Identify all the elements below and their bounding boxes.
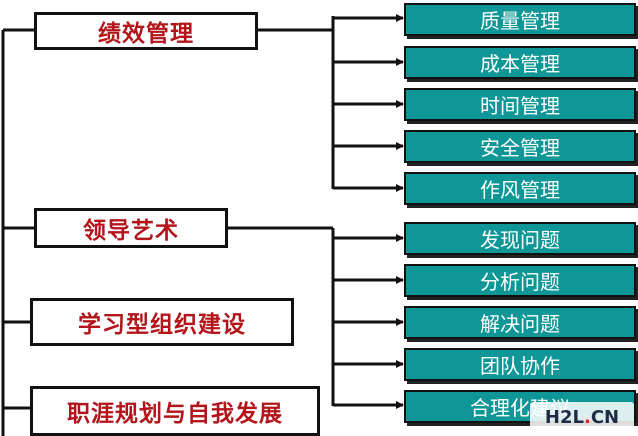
category-career-planning: 职涯规划与自我发展: [30, 386, 320, 436]
item-quality-management: 质量管理: [404, 3, 636, 36]
category-performance-management: 绩效管理: [34, 12, 258, 50]
item-safety-management: 安全管理: [404, 130, 636, 163]
watermark-dot: .: [583, 406, 591, 428]
item-work-style-management: 作风管理: [404, 172, 636, 205]
category-leadership-art: 领导艺术: [34, 208, 228, 248]
item-cost-management: 成本管理: [404, 46, 636, 79]
watermark-part2: CN: [590, 406, 620, 428]
site-watermark: H2L.CN: [530, 402, 634, 432]
item-time-management: 时间管理: [404, 88, 636, 121]
item-find-problems: 发现问题: [404, 222, 636, 255]
item-analyze-problems: 分析问题: [404, 264, 636, 297]
category-learning-organization: 学习型组织建设: [30, 298, 294, 346]
item-team-collaboration: 团队协作: [404, 348, 636, 381]
item-solve-problems: 解决问题: [404, 306, 636, 339]
watermark-part1: H2L: [544, 406, 584, 428]
